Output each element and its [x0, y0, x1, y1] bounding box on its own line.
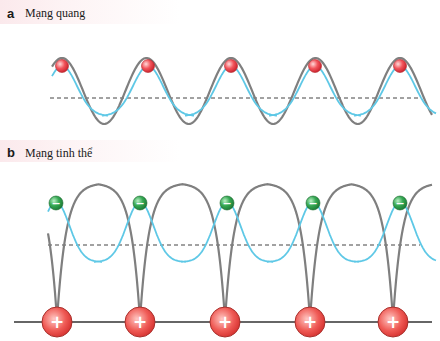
atoms — [56, 60, 407, 73]
charge-sign: − — [222, 198, 231, 209]
charge-sign: + — [303, 314, 317, 331]
charge-sign: + — [386, 314, 400, 331]
header-band — [0, 0, 180, 24]
wavefunction — [48, 202, 436, 262]
energy-level — [50, 98, 420, 99]
ions — [42, 307, 408, 337]
electrons — [49, 196, 407, 210]
charge-sign: − — [51, 198, 60, 209]
charge-sign: − — [395, 198, 404, 209]
charge-sign: − — [308, 198, 317, 209]
panel-title: Mạng quang — [25, 7, 85, 19]
charge-sign: + — [218, 314, 232, 331]
charge-sign: + — [133, 314, 147, 331]
panel-letter: b — [7, 146, 15, 159]
energy-level — [48, 245, 420, 246]
panel-title: Mạng tinh thể — [25, 147, 92, 159]
panel-letter: a — [7, 7, 14, 20]
charge-sign: + — [50, 314, 64, 331]
charge-sign: − — [135, 198, 144, 209]
header-band — [0, 140, 180, 162]
wavefunction — [52, 66, 436, 116]
